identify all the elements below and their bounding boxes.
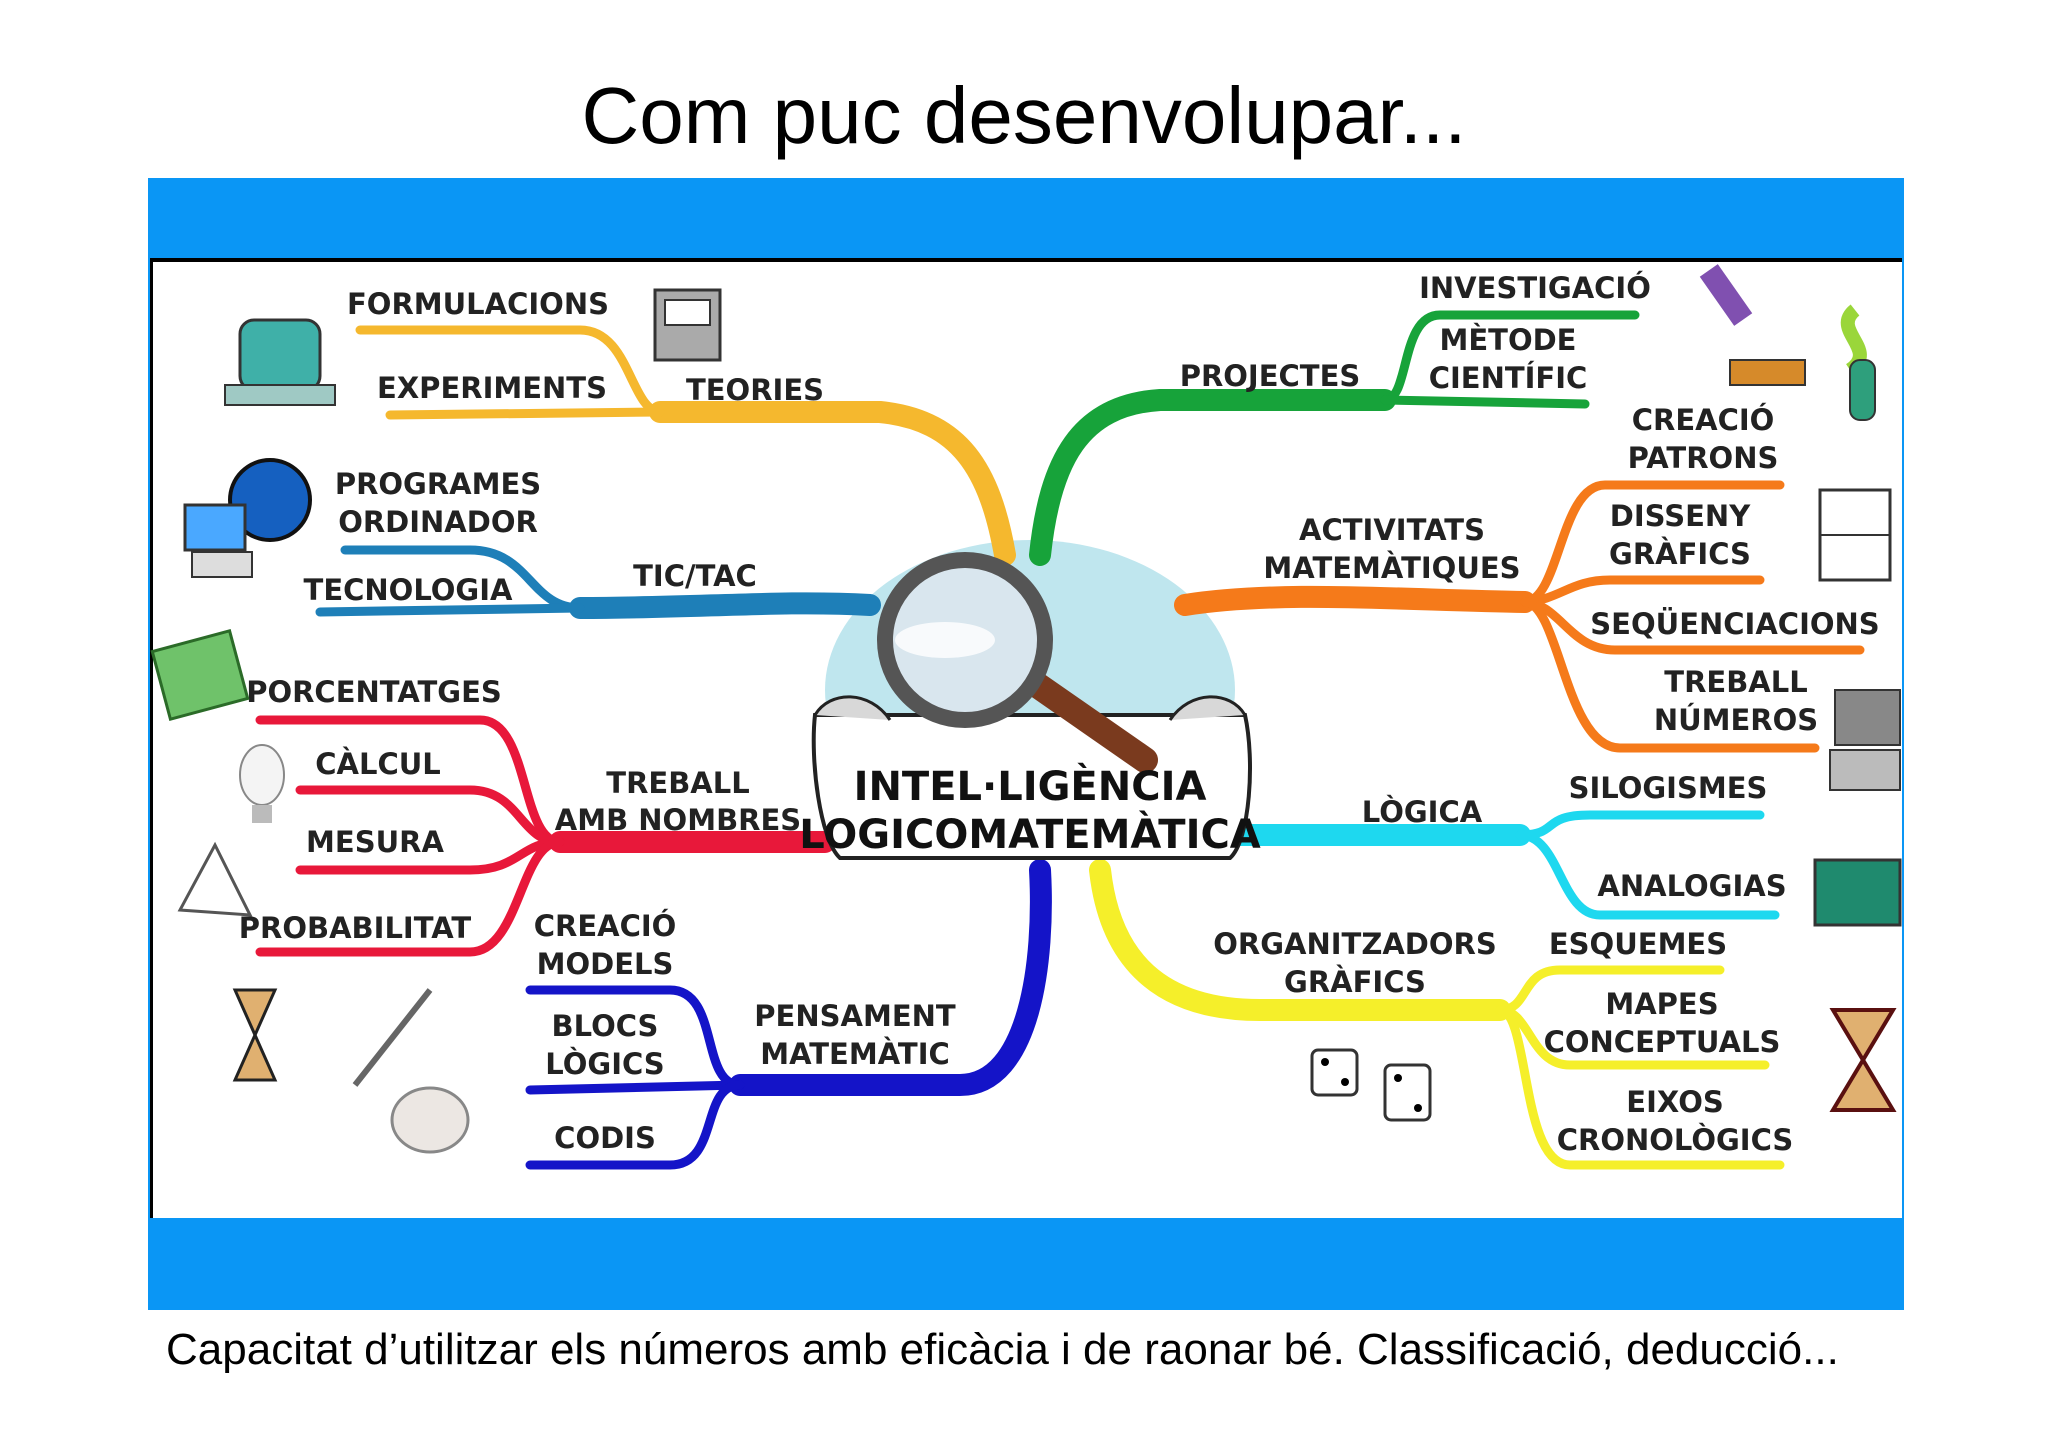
branch-projectes — [1029, 310, 1640, 566]
slide-title: Com puc desenvolupar... — [581, 71, 1467, 160]
magnifier-icon — [877, 552, 1158, 773]
label-creacio-models-2: MODELS — [537, 947, 674, 981]
globe-laptop-icon — [183, 458, 312, 578]
label-esquemes: ESQUEMES — [1549, 927, 1727, 961]
label-codis: CODIS — [554, 1121, 656, 1155]
abacus-icon — [352, 988, 433, 1087]
pyramid-icon — [177, 841, 253, 917]
dice-icon — [1310, 1048, 1432, 1122]
label-experiments: EXPERIMENTS — [377, 371, 607, 405]
hourglass-right-icon — [1829, 1008, 1897, 1112]
label-tic-tac: TIC/TAC — [633, 559, 757, 593]
laptop-icon — [1829, 689, 1901, 791]
label-teories: TEORIES — [686, 373, 824, 407]
label-activitats-1: ACTIVITATS — [1299, 513, 1485, 547]
label-creacio-models-1: CREACIÓ — [534, 909, 677, 943]
label-organitzadors-2: GRÀFICS — [1284, 965, 1426, 999]
piggy-bank-icon — [390, 1086, 470, 1154]
label-cientific: CIENTÍFIC — [1429, 361, 1588, 395]
label-metode: MÈTODE — [1440, 323, 1577, 357]
label-logics: LÒGICS — [545, 1047, 664, 1081]
label-mapes: MAPES — [1605, 987, 1718, 1021]
label-pensament-2: MATEMÀTIC — [760, 1037, 950, 1071]
branch-logica — [1224, 810, 1780, 920]
label-programes: PROGRAMES — [335, 467, 541, 501]
label-projectes: PROJECTES — [1180, 359, 1361, 393]
label-sequenciacions: SEQÜENCIACIONS — [1590, 607, 1879, 641]
label-cronologics: CRONOLÒGICS — [1557, 1123, 1794, 1157]
label-pensament-1: PENSAMENT — [754, 999, 956, 1033]
cash-register-icon — [653, 288, 722, 362]
lightbulb-icon — [239, 744, 285, 823]
label-conceptuals: CONCEPTUALS — [1544, 1025, 1781, 1059]
label-calcul: CÀLCUL — [315, 747, 441, 781]
chalkboard-icon — [1813, 858, 1902, 927]
money-icon — [150, 629, 250, 721]
label-activitats-2: MATEMÀTIQUES — [1263, 551, 1520, 585]
label-treball-nombres-1: TREBALL — [606, 766, 749, 800]
label-porcentatges: PORCENTATGES — [246, 675, 502, 709]
cube-icon — [1818, 488, 1892, 582]
label-grafics: GRÀFICS — [1609, 537, 1751, 571]
label-eixos: EIXOS — [1626, 1085, 1723, 1119]
label-silogismes: SILOGISMES — [1569, 771, 1768, 805]
label-tecnologia: TECNOLOGIA — [304, 573, 513, 607]
branch-organitzadors — [1089, 859, 1785, 1170]
label-formulacions: FORMULACIONS — [347, 287, 609, 321]
center-title-line1: INTEL·LIGÈNCIA — [854, 762, 1207, 810]
label-probabilitat: PROBABILITAT — [239, 911, 472, 945]
label-blocs: BLOCS — [552, 1009, 659, 1043]
branch-activitats — [1174, 480, 1865, 753]
slide-caption: Capacitat d’utilitzar els números amb ef… — [166, 1325, 1839, 1374]
computer-icon — [224, 318, 336, 406]
branch-tic — [315, 545, 881, 619]
label-logica: LÒGICA — [1362, 795, 1483, 829]
label-disseny: DISSENY — [1610, 499, 1751, 533]
label-treball-nombres-2: AMB NOMBRES — [555, 803, 801, 837]
label-ordinador: ORDINADOR — [338, 505, 538, 539]
label-creacio-patrons-1: CREACIÓ — [1632, 403, 1775, 437]
label-investigacio: INVESTIGACIÓ — [1419, 271, 1651, 305]
center-title-line2: LOGICOMATEMÀTICA — [799, 810, 1261, 858]
label-analogias: ANALOGIAS — [1597, 869, 1786, 903]
label-mesura: MESURA — [306, 825, 444, 859]
flask-icon — [1699, 264, 1806, 386]
branch-teories — [355, 325, 1016, 566]
label-creacio-patrons-2: PATRONS — [1628, 441, 1779, 475]
hourglass-icon — [232, 988, 278, 1082]
branch-nombres — [255, 715, 836, 957]
label-organitzadors-1: ORGANITZADORS — [1213, 927, 1497, 961]
label-treball-numeros-1: TREBALL — [1664, 665, 1807, 699]
label-treball-numeros-2: NÚMEROS — [1654, 703, 1818, 737]
branch-pensament — [525, 859, 1052, 1170]
test-tube-icon — [1840, 304, 1876, 421]
